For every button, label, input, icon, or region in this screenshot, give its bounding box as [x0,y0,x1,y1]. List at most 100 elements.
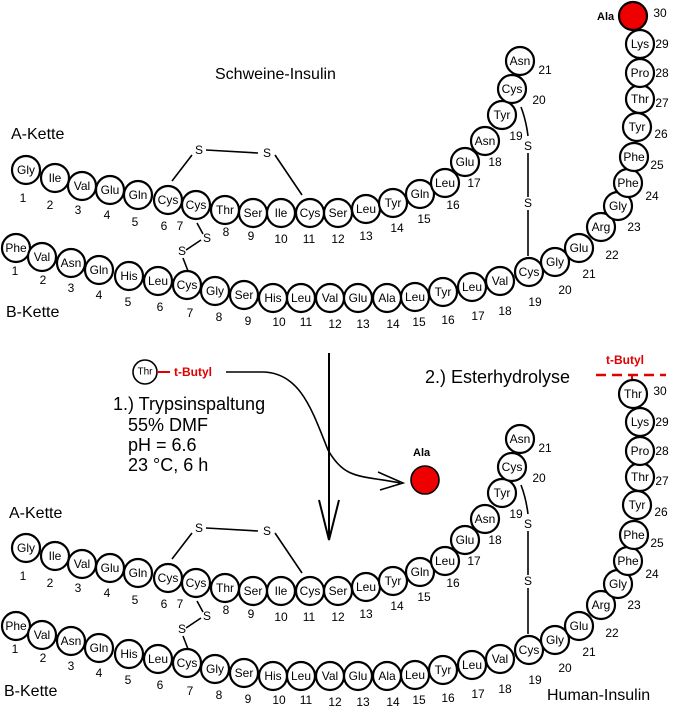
residue-number: 10 [272,693,286,707]
residue-label: Asn [510,432,531,446]
residue-number: 14 [390,221,404,235]
residue-label: Ile [275,206,288,220]
residue-number: 12 [328,695,342,709]
residue-label: Leu [148,652,168,666]
residue-label: Asn [475,134,496,148]
residue-label: Ile [49,171,62,185]
residue-number: 1 [20,569,27,583]
residue-number: 10 [274,232,288,246]
residue-circle [180,567,212,599]
bottom-b-chain-label: B-Kette [4,683,57,700]
step2-title: 2.) Esterhydrolyse [425,367,570,387]
residue-label: Tyr [494,108,511,122]
human-s-atom: S [178,622,186,636]
residue-circle [456,271,488,303]
residue-circle [171,269,203,301]
residue-number: 25 [650,536,664,550]
residue-number: 9 [248,229,255,243]
residue-circle [26,241,58,273]
residue-circle [404,178,436,210]
residue-number: 20 [558,661,572,675]
residue-label: Glu [570,619,589,633]
residue-label: Cys [519,643,540,657]
residue-label: Cys [177,278,198,292]
residue-circle [180,189,212,221]
residue-label: Cys [186,198,207,212]
residue-number: 18 [488,155,502,169]
t-butyl-label-1: t-Butyl [174,365,212,379]
residue-label: Tyr [494,486,511,500]
top-a-chain-label: A-Kette [11,126,64,143]
residue-circle [427,654,459,686]
residue-number: 30 [653,6,667,20]
residue-number: 13 [356,317,370,331]
residue-label: Thr [216,203,234,217]
residue-circle [486,99,518,131]
residue-label: Phe [5,619,27,633]
residue-label: Ala [378,291,396,305]
residue-number: 21 [582,645,596,659]
porcine-s-atom: S [524,139,532,153]
residue-circle [504,423,536,455]
residue-circle [83,632,115,664]
residue-number: 5 [132,593,139,607]
thr-reagent-label: Thr [138,367,154,378]
residue-number: 20 [532,93,546,107]
residue-number: 9 [248,607,255,621]
residue-label: Gly [206,662,224,676]
residue-label: Gly [546,255,564,269]
residue-circle [404,556,436,588]
residue-number: 8 [223,603,230,617]
residue-label: Leu [435,554,455,568]
residue-label: Val [492,652,508,666]
residue-label: Lys [631,415,649,429]
porcine-s-atom: S [195,143,203,157]
residue-label: Ala [378,669,396,683]
residue-label: Asn [475,512,496,526]
released-ala: Ala [410,447,440,495]
residue-number: 7 [177,597,184,611]
residue-circle [513,634,545,666]
human-insulin-title: Human-Insulin [547,687,650,704]
residue-label: Ser [329,584,348,598]
residue-label: Gly [206,284,224,298]
residue-label: Glu [456,155,475,169]
residue-label: Ala [597,11,615,23]
reaction-arrow-main [318,353,340,541]
porcine-a-chain-residue: Ile 10 [265,197,297,246]
residue-number: 28 [655,66,669,80]
residue-label: Gly [609,199,627,213]
human-a-chain-residue: Gly 1 [10,532,42,583]
residue-number: 9 [245,314,252,328]
residue-label: Gly [17,541,35,555]
residue-label: Ser [329,206,348,220]
residue-number: 14 [390,599,404,613]
residue-number: 13 [359,607,373,621]
residue-number: 4 [104,208,111,222]
residue-circle [469,125,501,157]
residue-circle [55,625,87,657]
residue-circle [377,565,409,597]
residue-circle [617,0,649,32]
residue-number: 1 [12,264,19,278]
